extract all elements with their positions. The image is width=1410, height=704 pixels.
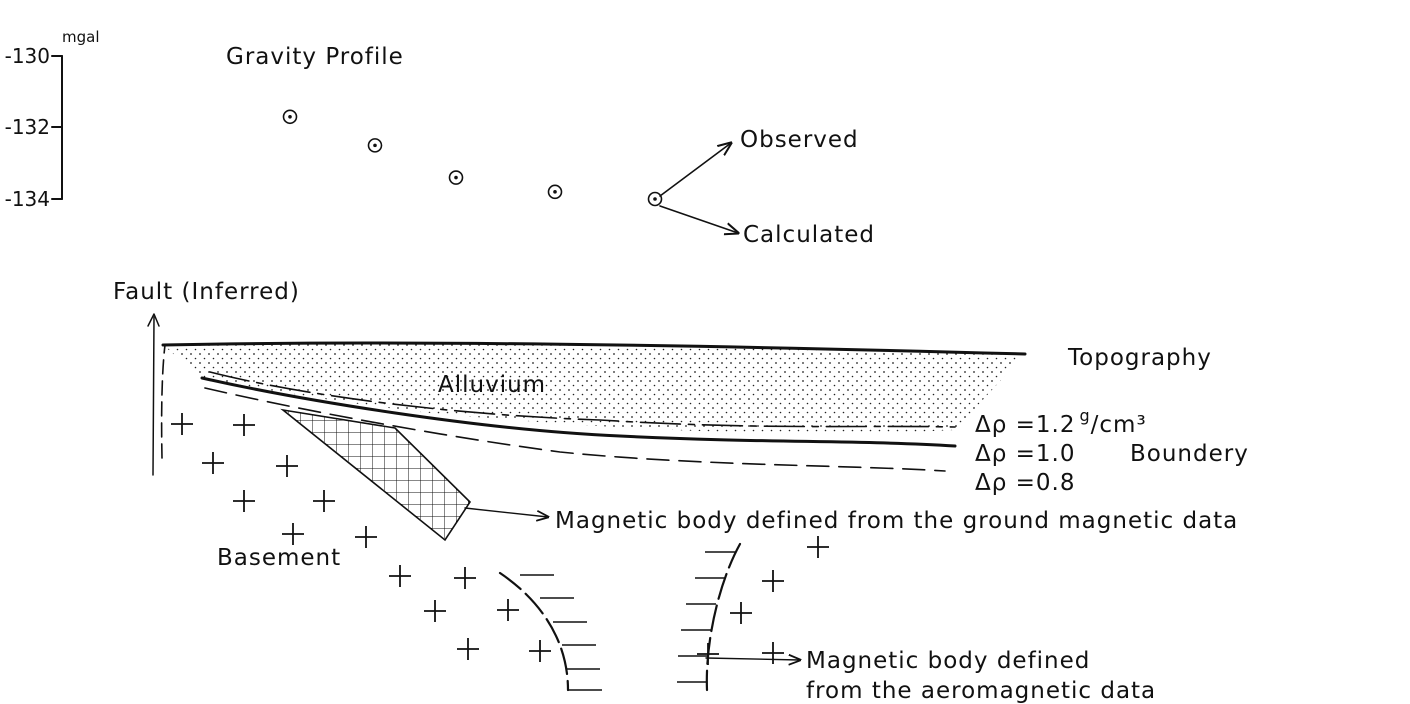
gravity-point [369, 139, 382, 152]
aero-body-left-hatch [520, 575, 602, 690]
basement-cross [171, 413, 193, 435]
basement-cross [389, 565, 411, 587]
boundary-label: Boundery [1130, 441, 1249, 467]
gravity-point [284, 110, 297, 123]
basement-cross [457, 638, 479, 660]
fault-arrow [153, 317, 154, 475]
basement-cross [276, 455, 298, 477]
observed-label: Observed [740, 127, 859, 153]
ground-magnetic-label: Magnetic body defined from the ground ma… [555, 508, 1238, 534]
calculated-arrow [660, 206, 738, 233]
alluvium-label: Alluvium [438, 372, 546, 398]
basement-cross [762, 642, 784, 664]
basement-cross [282, 523, 304, 545]
aero-magnetic-label-1: Magnetic body defined [806, 648, 1090, 674]
basement-cross [202, 452, 224, 474]
fault-label: Fault (Inferred) [113, 279, 300, 305]
basement-cross [807, 536, 829, 558]
basement-cross [233, 490, 255, 512]
gravity-profile: mgal -130 -132 -134 Gravity Profile Obse… [5, 28, 875, 248]
gravity-point [649, 193, 662, 206]
observed-arrow [660, 143, 731, 196]
basement-cross [233, 414, 255, 436]
basement-label: Basement [217, 545, 341, 571]
basement-cross [497, 599, 519, 621]
aero-body-right-edge [707, 544, 740, 690]
calculated-label: Calculated [743, 222, 875, 248]
gravity-title: Gravity Profile [226, 44, 404, 70]
aero-body-right-hatch [677, 552, 735, 682]
y-tick-label: -134 [5, 187, 50, 211]
rho-0-8-label: Δρ =0.8 [975, 470, 1076, 496]
gravity-points [284, 110, 662, 205]
basement-cross [529, 640, 551, 662]
basement-crosses [171, 413, 829, 665]
aero-magnetic-label-2: from the aeromagnetic data [806, 678, 1156, 704]
y-tick-label: -132 [5, 115, 50, 139]
basement-cross [424, 600, 446, 622]
unit-label: mgal [62, 28, 100, 46]
rho-1-0-label: Δρ =1.0 [975, 441, 1076, 467]
basement-cross [355, 526, 377, 548]
topography-label: Topography [1067, 345, 1212, 371]
aero-magnetic-arrow [706, 658, 800, 660]
basement-cross [313, 490, 335, 512]
gravity-point [450, 171, 463, 184]
fault-line [162, 345, 165, 458]
ground-magnetic-body [283, 410, 470, 540]
basement-cross [454, 567, 476, 589]
basement-cross [762, 570, 784, 592]
geological-section: Fault (Inferred) Alluvium Topography Δρ … [113, 279, 1249, 704]
gravity-point [549, 185, 562, 198]
basement-cross [730, 602, 752, 624]
aero-body-left-edge [500, 573, 568, 690]
y-tick-label: -130 [5, 44, 50, 68]
ground-magnetic-arrow [465, 508, 548, 517]
